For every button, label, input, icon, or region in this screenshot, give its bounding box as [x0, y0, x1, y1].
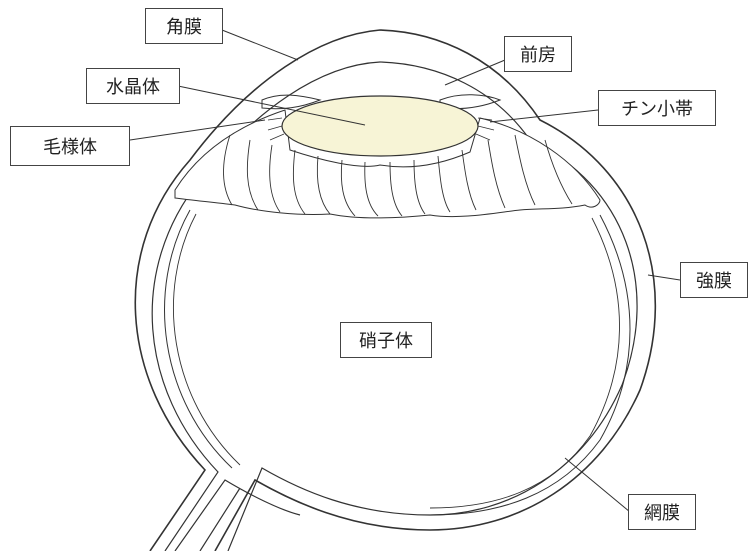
- iris-left: [261, 94, 322, 110]
- leader-lines: [129, 29, 681, 513]
- label-lens: 水晶体: [86, 68, 180, 104]
- label-anterior-chamber: 前房: [504, 36, 572, 72]
- label-ciliary-body: 毛様体: [10, 126, 130, 166]
- label-zonule: チン小帯: [598, 90, 716, 126]
- label-cornea: 角膜: [145, 8, 223, 44]
- label-sclera: 強膜: [680, 262, 748, 298]
- lens-shape: [281, 95, 479, 157]
- sclera-outer-line: [134, 29, 657, 551]
- label-vitreous: 硝子体: [340, 322, 432, 358]
- label-retina: 網膜: [628, 494, 696, 530]
- optic-nerve: [174, 479, 301, 551]
- ciliary-folds: [223, 134, 573, 217]
- ciliary-body: [174, 109, 601, 219]
- retina-line-2: [173, 213, 620, 509]
- retina-line: [164, 209, 631, 516]
- zonule-fibers: [267, 117, 495, 141]
